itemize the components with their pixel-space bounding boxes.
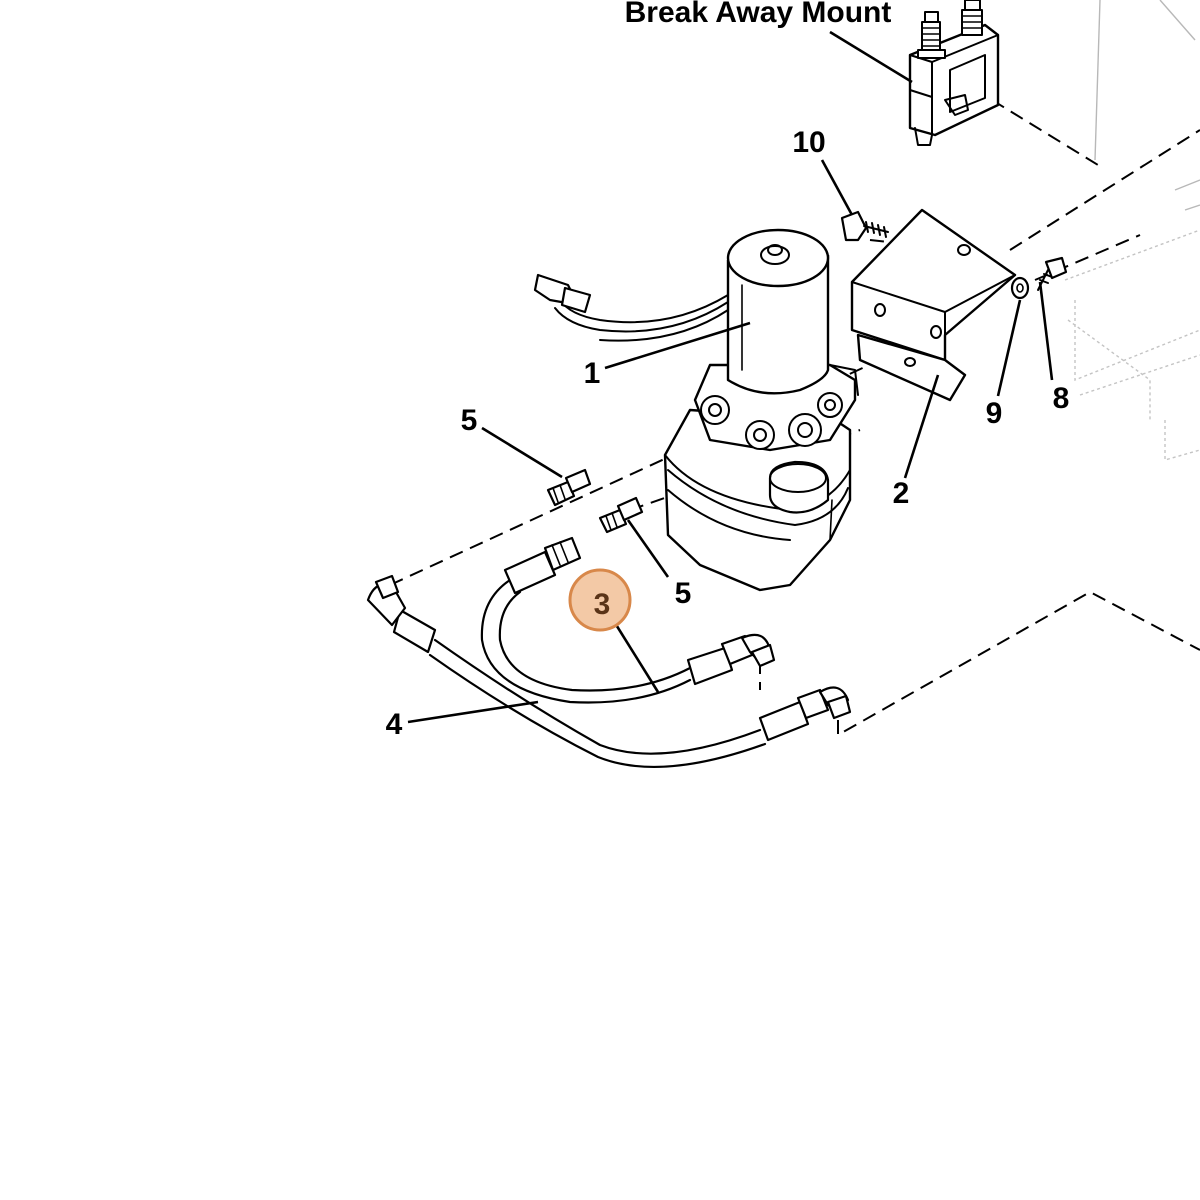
- callout-3[interactable]: 3: [594, 588, 611, 621]
- callout-2[interactable]: 2: [893, 477, 910, 510]
- part-5-fitting-left: [546, 468, 592, 507]
- leader-break-away-mount: [829, 30, 913, 84]
- part-5-fitting-right: [598, 496, 644, 534]
- part-4-hose: [366, 574, 852, 768]
- leader-2: [903, 374, 940, 479]
- part-9-washer: [1010, 276, 1030, 300]
- callout-1[interactable]: 1: [584, 357, 601, 390]
- callout-8[interactable]: 8: [1053, 382, 1070, 415]
- callout-5-right[interactable]: 5: [675, 577, 692, 610]
- part-1-pump-motor: [533, 228, 859, 592]
- leader-1: [604, 321, 751, 370]
- break-away-mount: [908, 0, 1000, 146]
- part-2-bracket: [850, 208, 1017, 402]
- leader-3: [613, 622, 660, 693]
- callout-10[interactable]: 10: [792, 126, 825, 159]
- leader-5-right: [626, 519, 670, 578]
- callout-5-left[interactable]: 5: [461, 404, 478, 437]
- leader-5-left: [481, 426, 563, 479]
- part-8-bolt: [1037, 256, 1068, 291]
- part-3-hose: [480, 536, 776, 704]
- callout-3-highlight-circle[interactable]: [568, 568, 632, 632]
- break-away-mount-title: Break Away Mount: [625, 0, 892, 29]
- leader-4: [407, 700, 539, 724]
- callout-3-highlighted[interactable]: 3: [568, 568, 632, 632]
- part-10-bolt: [840, 210, 889, 242]
- leader-9: [996, 299, 1022, 397]
- background-frame: [1064, 0, 1200, 461]
- leader-8: [1038, 281, 1054, 381]
- leader-10: [820, 159, 854, 216]
- callout-4[interactable]: 4: [386, 708, 403, 741]
- callout-9[interactable]: 9: [986, 397, 1003, 430]
